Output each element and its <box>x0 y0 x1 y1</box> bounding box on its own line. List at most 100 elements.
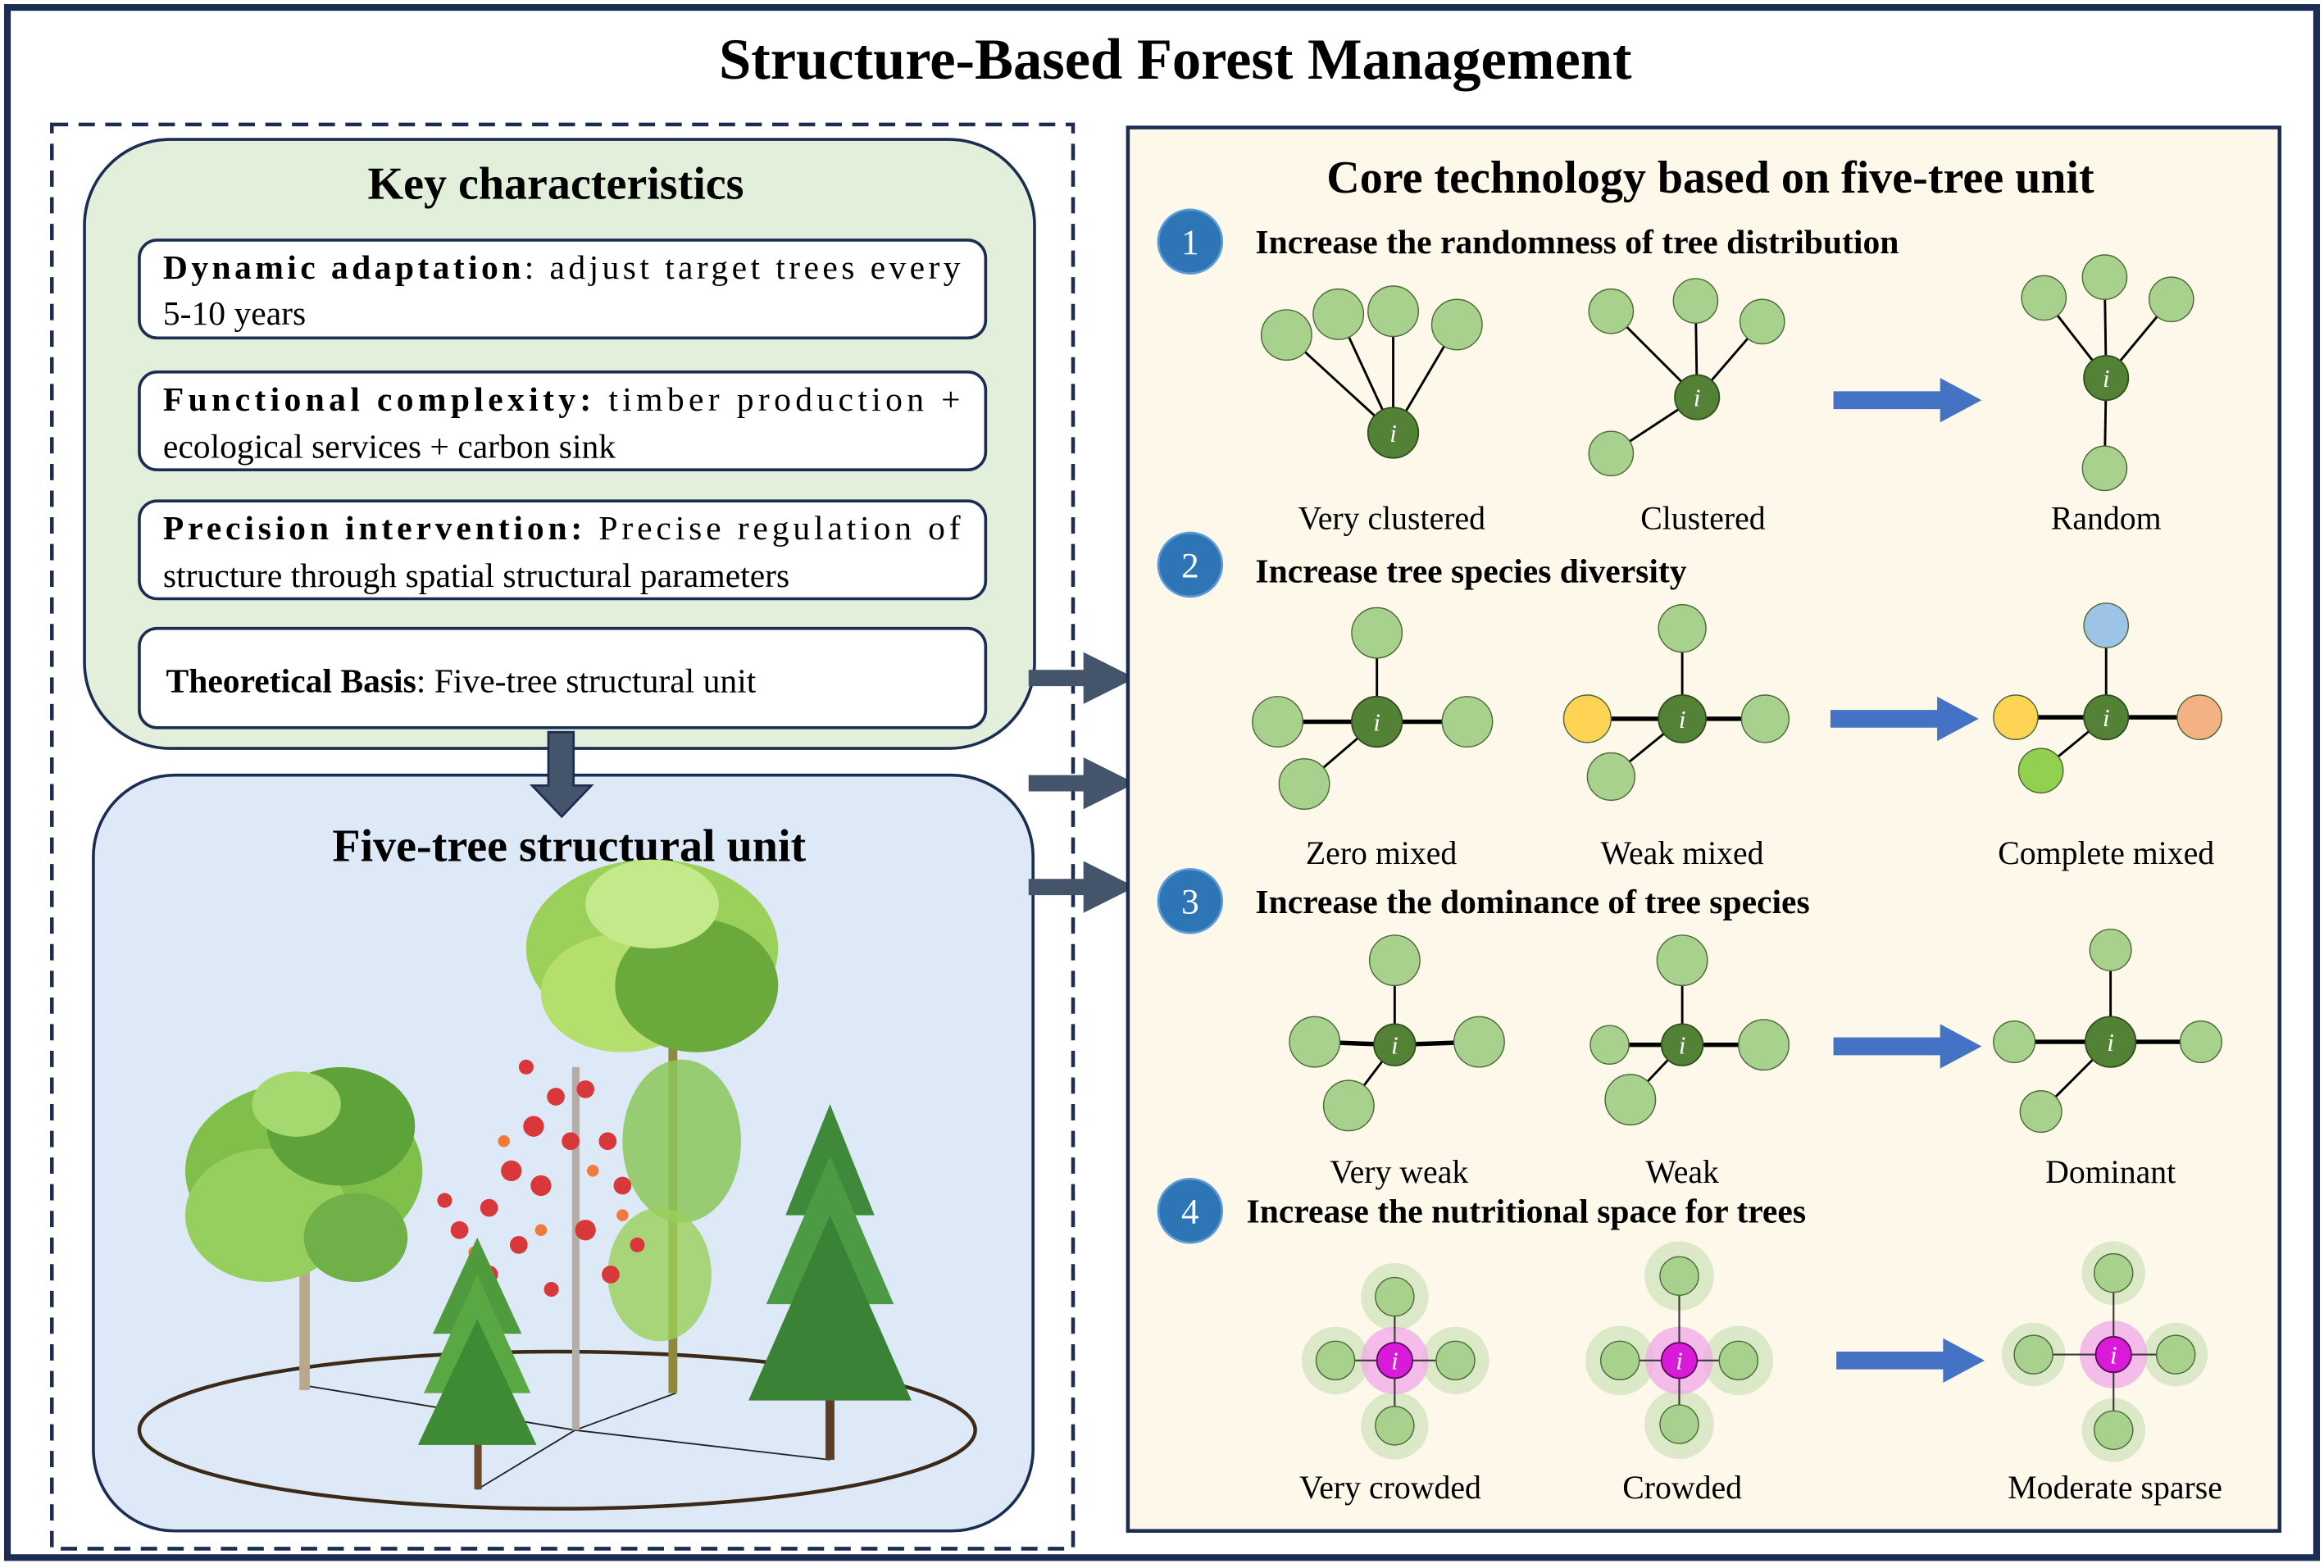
neighbor-tree-node <box>2083 602 2130 648</box>
neighbor-tree-node <box>1430 298 1483 351</box>
left-dashed-container <box>50 122 1076 1551</box>
neighbor-tree-node <box>1562 694 1612 743</box>
five-tree-unit-panel: Five-tree structural unit <box>92 773 1035 1533</box>
neighbor-tree-node <box>1435 1340 1476 1381</box>
state-label: Weak mixed <box>1601 835 1764 871</box>
neighbor-tree-node <box>1375 1276 1415 1317</box>
characteristic-desc: Five-tree structural unit <box>434 661 757 699</box>
neighbor-tree-node <box>2021 275 2067 321</box>
section-title: Increase tree species diversity <box>1255 552 1686 590</box>
large-conifer <box>748 1104 912 1460</box>
neighbor-tree-node <box>1740 694 1790 743</box>
svg-text:Theoretical Basis: Five-tree s: Theoretical Basis: Five-tree structural … <box>166 661 756 699</box>
arrow-right-icon <box>1028 652 1135 704</box>
characteristic-term: Dynamic adaptation <box>163 248 521 286</box>
svg-text:Precision intervention: Precis: Precision intervention: Precise regulati… <box>163 509 961 547</box>
neighbor-tree-node <box>2017 748 2064 794</box>
state-label: Crowded <box>1622 1470 1742 1506</box>
characteristic-item: Dynamic adaptation: adjust target trees … <box>138 239 988 340</box>
neighbor-tree-node <box>1588 430 1635 477</box>
reference-tree-label: i <box>2107 1029 2114 1057</box>
neighborhood-circle <box>137 1349 977 1511</box>
neighbor-tree-node <box>1453 1016 1505 1068</box>
neighbor-tree-node <box>1659 1256 1699 1296</box>
characteristic-term: Precision intervention: <box>163 509 582 547</box>
small-conifer <box>417 1237 537 1490</box>
reference-tree-node <box>1674 374 1721 420</box>
neighbor-tree-node <box>1586 752 1635 802</box>
reference-tree-node <box>1373 1023 1417 1066</box>
arrow-right-icon <box>1028 757 1135 810</box>
characteristic-item: Theoretical Basis: Five-tree structural … <box>138 626 988 729</box>
state-label: Very crowded <box>1299 1470 1481 1506</box>
neighbor-tree-node <box>2013 1334 2053 1375</box>
characteristic-desc: Precise regulation of <box>598 509 960 547</box>
neighbor-tree-node <box>2019 1090 2062 1134</box>
neighbor-tree-node <box>1718 1340 1759 1381</box>
page-title: Structure-Based Forest Management <box>719 28 1632 92</box>
arrow-down-icon <box>529 730 594 819</box>
state-label: Weak <box>1645 1154 1719 1190</box>
number-badge-circle <box>1157 868 1224 934</box>
reference-tree-label: i <box>2103 704 2110 732</box>
state-label: Moderate sparse <box>2008 1470 2222 1506</box>
number-badge-circle <box>1157 208 1224 275</box>
characteristic-item: Functional complexity: timber production… <box>138 370 988 472</box>
reference-tree-node <box>1376 1342 1413 1379</box>
reference-tree-node <box>1367 407 1420 459</box>
reference-tree-node <box>1351 695 1403 748</box>
step-arrow-icon <box>1833 378 1982 423</box>
neighbor-tree-node <box>1672 278 1719 324</box>
neighbor-tree-node <box>1441 696 1494 748</box>
state-label: Complete mixed <box>1998 835 2214 871</box>
reference-tree-label: i <box>1391 1032 1398 1060</box>
flowering-red-tree <box>437 1059 645 1430</box>
reference-tree-label: i <box>1389 420 1397 448</box>
neighbor-tree-node <box>2155 1334 2196 1375</box>
svg-text:Functional complexity: timber: Functional complexity: timber production… <box>163 380 961 418</box>
neighbor-tree-node <box>2094 1252 2134 1293</box>
reference-tree-label: i <box>2103 365 2110 393</box>
tall-tree <box>525 859 779 1393</box>
number-badge-label: 3 <box>1181 883 1199 922</box>
neighbor-tree-node <box>1588 288 1635 334</box>
neighbor-tree-node <box>1659 1404 1699 1444</box>
reference-tree-label: i <box>1694 384 1701 411</box>
neighbor-tree-node <box>1252 696 1303 748</box>
characteristic-item: Precision intervention: Precise regulati… <box>138 499 988 601</box>
reference-tree-node <box>2083 694 2130 741</box>
neighbor-tree-node <box>1993 694 2039 740</box>
reference-tree-label: i <box>2110 1341 2117 1369</box>
number-badge: 2 <box>1157 531 1224 598</box>
neighbor-tree-node <box>1375 1406 1415 1446</box>
core-technology-heading: Core technology based on five-tree unit <box>1326 152 2094 203</box>
neighbor-tree-node <box>1260 309 1312 361</box>
number-badge-label: 4 <box>1181 1193 1199 1232</box>
reference-tree-label: i <box>1391 1348 1398 1375</box>
neighbor-tree-node <box>1604 1074 1657 1126</box>
number-badge-label: 1 <box>1181 223 1199 262</box>
reference-tree-node <box>2094 1335 2132 1374</box>
step-arrow-icon <box>1833 1024 1982 1069</box>
section-title: Increase the dominance of tree species <box>1255 883 1809 920</box>
characteristic-term: Functional complexity: <box>163 380 591 418</box>
broadleaf-tree <box>185 1066 423 1390</box>
neighbor-tree-node <box>2081 254 2128 300</box>
neighbor-tree-node <box>1322 1079 1375 1132</box>
neighbor-tree-node <box>2176 694 2222 740</box>
reference-tree-label: i <box>1373 708 1380 736</box>
reference-tree-label: i <box>1676 1348 1683 1375</box>
section-title: Increase the randomness of tree distribu… <box>1255 223 1899 261</box>
characteristic-desc-cont: ecological services + carbon sink <box>163 428 616 466</box>
neighbor-tree-node <box>1351 607 1403 659</box>
